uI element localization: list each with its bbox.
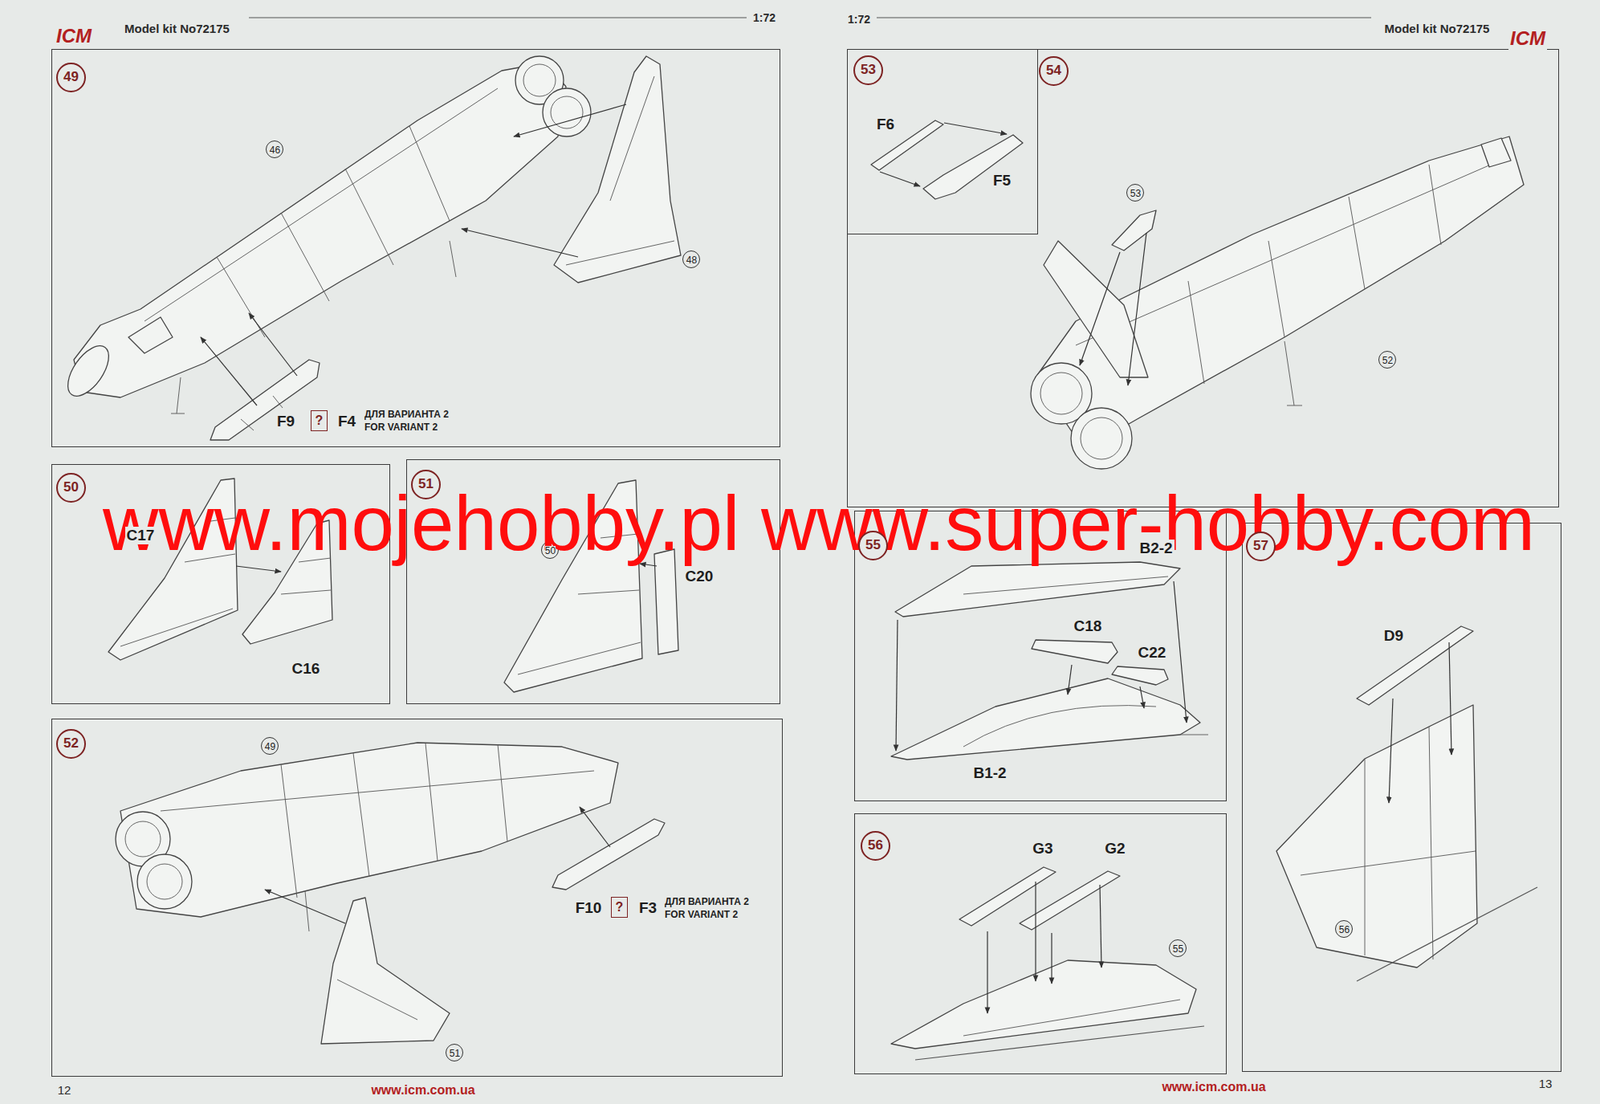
header-text: Model kit No72175 <box>122 21 232 36</box>
callout-number: 56 <box>1339 924 1350 935</box>
option-mark: ? <box>615 900 624 914</box>
part-label: C22 <box>1136 643 1169 662</box>
page-number: 12 <box>56 1082 74 1097</box>
callout-number: 51 <box>449 1048 461 1059</box>
callout-circle: 49 <box>260 736 279 755</box>
step-panel: 57 56 <box>1241 522 1562 1072</box>
callout-circle: 48 <box>682 250 701 269</box>
variant-note: ДЛЯ ВАРИАНТА 2 <box>362 409 451 421</box>
part-label: C20 <box>683 567 716 586</box>
part-label: F6 <box>875 115 896 134</box>
part-label: F9 <box>275 412 297 431</box>
part-label: F4 <box>336 412 358 431</box>
step-number: 54 <box>1038 56 1069 86</box>
part-label: D9 <box>1382 626 1405 645</box>
callout-circle: 53 <box>1126 183 1145 202</box>
step-number: 55 <box>858 530 888 561</box>
variant-note: ДЛЯ ВАРИАНТА 2 <box>663 896 751 908</box>
callout-circle: 52 <box>1378 350 1397 369</box>
callout-number: 55 <box>1172 944 1184 954</box>
callout-circle: 55 <box>1168 939 1187 957</box>
callout-circle: 51 <box>445 1043 464 1062</box>
header-text: Model kit No72175 <box>1383 21 1492 36</box>
step-panel: 53 <box>846 48 1039 235</box>
step-number: 49 <box>56 62 86 93</box>
footer-url: www.icm.com.ua <box>1160 1079 1267 1095</box>
page-number: 13 <box>1537 1076 1555 1091</box>
footer-url: www.icm.com.ua <box>369 1082 477 1098</box>
option-box: ? <box>610 896 628 918</box>
part-label: C18 <box>1072 617 1104 636</box>
callout-number: 53 <box>1130 188 1141 199</box>
watermark: www.mojehobby.pl www.super-hobby.com <box>102 484 1535 562</box>
variant-note: FOR VARIANT 2 <box>663 909 740 921</box>
part-label: F3 <box>637 899 659 917</box>
callout-circle: 46 <box>265 140 284 159</box>
part-label: C17 <box>125 526 157 545</box>
step-panel: 54 53 52 <box>846 48 1560 508</box>
scale-text: 1:72 <box>751 11 778 25</box>
callout-number: 50 <box>545 545 556 556</box>
brand-logo: ICM <box>54 24 94 48</box>
part-label: F10 <box>574 899 604 917</box>
option-box: ? <box>310 410 328 432</box>
step-number: 56 <box>860 830 891 861</box>
step-number: 50 <box>56 472 86 503</box>
scale-text: 1:72 <box>846 12 872 26</box>
part-label: B1-2 <box>971 764 1008 782</box>
step-number: 52 <box>56 728 86 759</box>
step-panel: 49 46 48? <box>51 48 781 448</box>
callout-number: 46 <box>269 145 281 155</box>
callout-number: 49 <box>264 741 276 752</box>
callout-number: 48 <box>686 255 697 265</box>
part-label: F5 <box>991 171 1013 190</box>
part-label: G3 <box>1030 839 1055 858</box>
variant-note: FOR VARIANT 2 <box>362 422 440 434</box>
callout-number: 52 <box>1382 355 1393 366</box>
callout-circle: 56 <box>1335 920 1353 938</box>
step-number: 53 <box>853 55 884 86</box>
option-mark: ? <box>315 414 324 428</box>
step-number: 57 <box>1245 531 1276 562</box>
part-label: B2-2 <box>1137 539 1174 558</box>
part-label: G2 <box>1103 839 1127 858</box>
brand-logo: ICM <box>1508 27 1548 50</box>
part-label: C16 <box>290 659 322 678</box>
step-number: 51 <box>411 469 441 500</box>
